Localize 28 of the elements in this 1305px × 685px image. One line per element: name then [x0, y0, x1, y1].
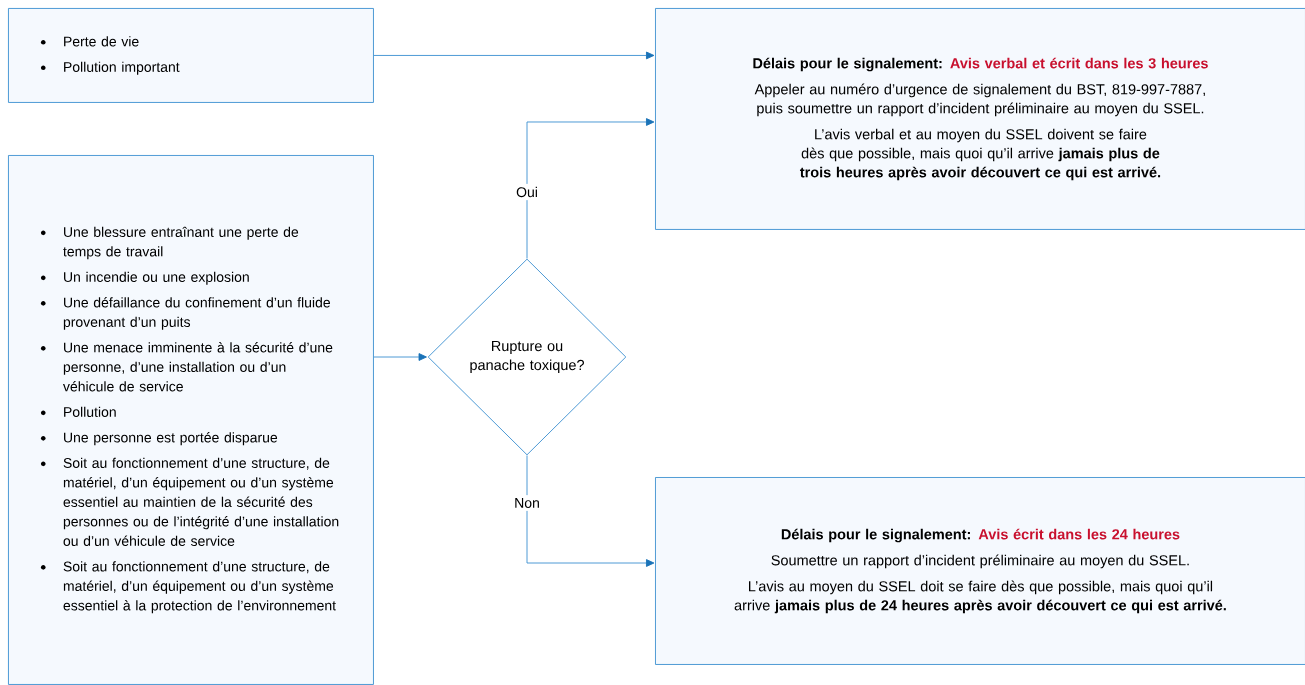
arrow — [526, 455, 655, 567]
panel-heading: Délais pour le signalement: Avis écrit dans les 24 heures — [781, 528, 1180, 543]
info-box — [655, 477, 1305, 665]
bullet-item: Un incendie ou une explosion — [64, 271, 249, 285]
bullet-item: Une défaillance du confinement d’un fluide provenant d’un puits — [63, 297, 330, 330]
bullet-item: Une blessure entraînant une perte de temps de travail — [63, 226, 299, 260]
bullet-item: Soit au fonctionnement d’une structure, de matériel, d’un équipement ou d’un système essentiel au maintien de la sécurité des personnes ou de l’intégrité d’une installation ou d’un véhicule de service — [63, 457, 339, 546]
arrow — [373, 353, 427, 361]
bullet-item: Une personne est portée disparue — [64, 432, 278, 446]
arrow — [373, 51, 655, 60]
panel-heading: Délais pour le signalement: Avis verbal et écrit dans les 3 heures — [753, 57, 1208, 72]
panel-paragraph: L’avis verbal et au moyen du SSEL doivent se faire dès que possible, mais quoi qu’il arrive jamais plus de trois heures après avoir découvert ce qui est arrivé. — [800, 128, 1161, 181]
panel-paragraph: Soumettre un rapport d’incident préliminaire au moyen du SSEL. — [771, 554, 1189, 569]
panel-paragraph: L’avis au moyen du SSEL doit se faire dès que possible, mais quoi qu’il arrive jamais plus de 24 heures après avoir découvert ce qui est arrivé. — [734, 580, 1226, 614]
bullet-item: Pollution — [64, 406, 116, 417]
bullet-item: Perte de vie — [64, 36, 139, 47]
edge-label: Oui — [513, 183, 541, 201]
bullet-item: Une menace imminente à la sécurité d’une personne, d’une installation ou d’un véhicule de service — [63, 342, 333, 392]
edge-label: Non — [511, 495, 543, 511]
panel-paragraph: Appeler au numéro d’urgence de signalement du BST, 819-997-7887, puis soumettre un rapport d’incident préliminaire au moyen du SSEL. — [754, 83, 1205, 117]
bullet-item: Soit au fonctionnement d’une structure, de matériel, d’un équipement ou d’un système essentiel à la protection de l’environnement — [63, 561, 336, 614]
decision-text: Rupture ou panache toxique? — [470, 341, 584, 373]
decision-diamond — [427, 258, 627, 456]
list-box — [8, 8, 374, 103]
arrow — [526, 118, 655, 259]
bullet-item: Pollution important — [64, 61, 180, 75]
info-box — [655, 8, 1305, 230]
list-box — [8, 155, 374, 685]
